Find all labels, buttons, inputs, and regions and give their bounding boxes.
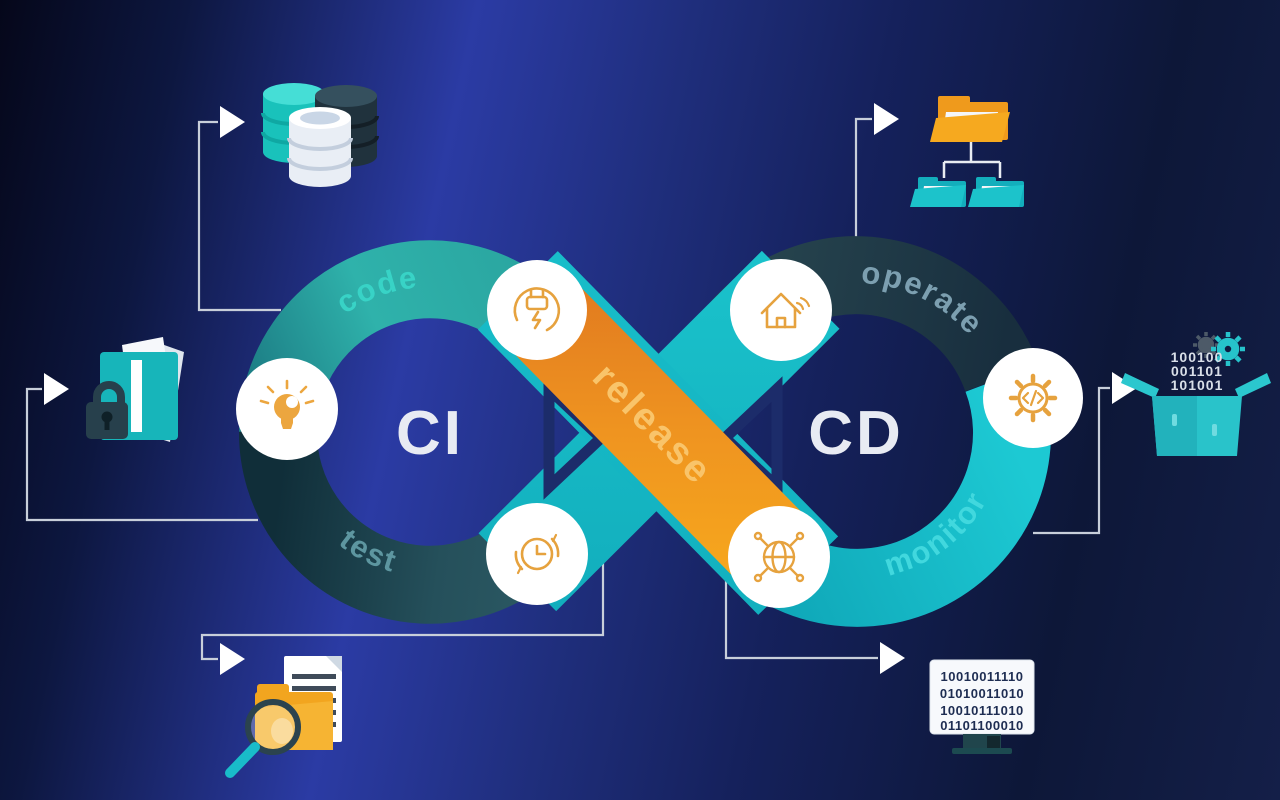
deploy-node: [487, 260, 587, 360]
arrow-icon: [880, 642, 905, 674]
screen-binary-text: 10010011110 01010011010 10010111010 0110…: [940, 669, 1024, 733]
padlock-keyhole: [101, 411, 113, 423]
idea-lightbulb-icon: [259, 379, 315, 429]
folder-front: [255, 701, 333, 750]
magnifier-glint: [271, 718, 293, 744]
monitor-stand-shade: [987, 736, 1000, 748]
package-box-icon: 100100 001101 101001: [1121, 332, 1271, 456]
search-documents-icon: [225, 656, 342, 778]
idea-node: [236, 358, 338, 460]
tree-connectors: [942, 142, 1002, 178]
power-plug-icon: [513, 287, 561, 332]
connector-code-to-database: [197, 120, 281, 312]
box-flap-left: [1121, 373, 1159, 398]
network-node: [728, 506, 830, 608]
config-node: [983, 348, 1083, 448]
arrow-icon: [220, 106, 245, 138]
schedule-node: [486, 503, 588, 605]
connector-operate-to-folder-tree: [854, 117, 872, 237]
connector-test-to-locked-folder: [25, 387, 258, 522]
screen-binary-row: 01101100010: [940, 718, 1024, 733]
code-gear-icon: [1008, 373, 1058, 423]
arrow-icon: [874, 103, 899, 135]
operate-node: [730, 259, 832, 361]
gear-small-icon: [1193, 332, 1219, 358]
connector-clock-to-search-docs: [200, 545, 605, 661]
padlock-shackle: [93, 381, 125, 404]
time-clock-icon: [514, 533, 560, 575]
arrow-icon: [220, 643, 245, 675]
folder-tree-icon: [910, 96, 1024, 207]
arrowheads: [44, 103, 1137, 675]
document-fold: [326, 656, 342, 672]
screen-binary-row: 01010011010: [940, 686, 1024, 701]
box-binary-line: 001101: [1171, 363, 1223, 379]
box-slot: [1172, 414, 1177, 426]
db-cylinder-white: [287, 107, 353, 187]
database-stack-icon: [261, 83, 379, 187]
padlock-keyhole-stem: [104, 420, 110, 430]
arrow-icon: [44, 373, 69, 405]
child-folder: [910, 177, 966, 207]
smart-home-icon: [760, 292, 811, 329]
locked-folder-icon: [86, 337, 184, 442]
box-flap-right: [1235, 373, 1271, 398]
folder-stripe: [131, 360, 142, 432]
magnifier-handle: [225, 742, 260, 778]
connectors: [25, 117, 1110, 661]
node-circle: [730, 259, 832, 361]
connector-globe-to-binary-screen: [724, 545, 878, 660]
connector-monitor-to-package-box: [1033, 386, 1110, 535]
magnifier-glass: [245, 699, 301, 755]
box-binary-line: 100100: [1171, 349, 1224, 365]
monitor-base: [952, 748, 1012, 754]
box-slot: [1212, 424, 1217, 436]
network-globe-icon: [753, 531, 805, 583]
binary-screen-icon: 10010011110 01010011010 10010111010 0110…: [929, 659, 1035, 754]
child-folder: [968, 177, 1024, 207]
gear-teal-icon: [1211, 332, 1245, 366]
screen-binary-row: 10010111010: [940, 703, 1024, 718]
release-band: [491, 264, 825, 602]
parent-folder: [930, 96, 1010, 142]
box-binary-text: 100100 001101 101001: [1171, 349, 1224, 393]
ci-loop-title: CI: [396, 399, 464, 468]
cd-loop-title: CD: [808, 399, 904, 468]
arrow-icon: [1112, 372, 1137, 404]
screen-binary-row: 10010011110: [941, 669, 1024, 684]
stage-nodes: [236, 259, 1083, 608]
box-binary-line: 101001: [1171, 377, 1224, 393]
